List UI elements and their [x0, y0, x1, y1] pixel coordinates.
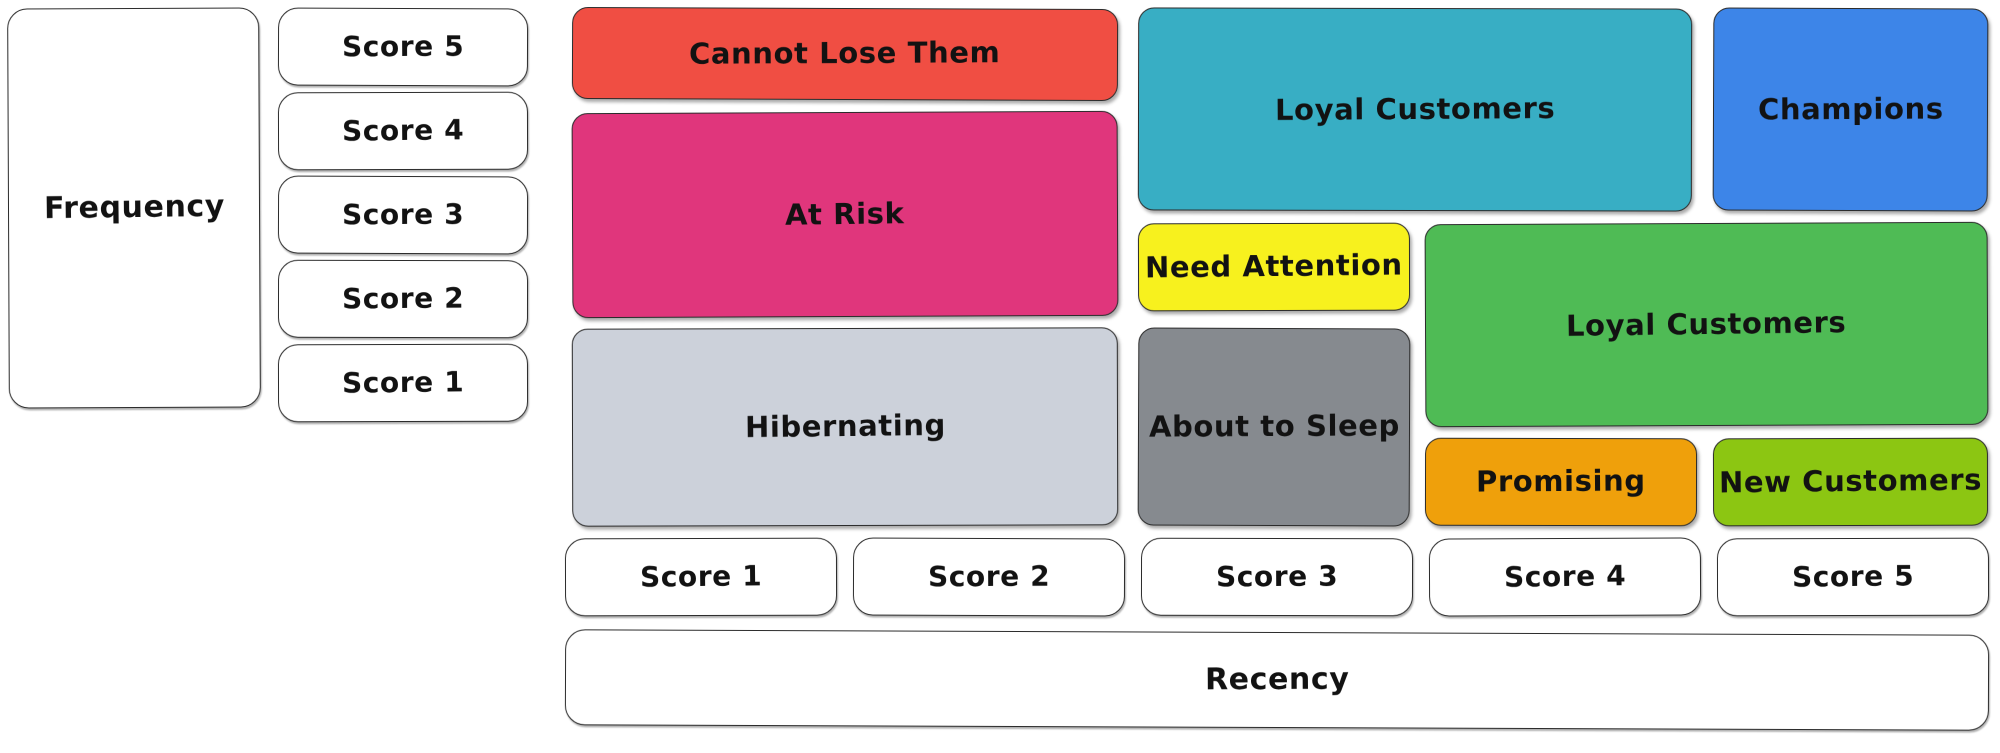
segment-loyal-customers-teal[interactable]: Loyal Customers	[1137, 7, 1693, 212]
recency-score-1: Score 1	[564, 537, 838, 617]
frequency-score-3: Score 3	[277, 175, 529, 255]
segment-champions[interactable]: Champions	[1712, 7, 1989, 212]
frequency-score-5: Score 5	[277, 7, 529, 87]
frequency-score-2: Score 2	[277, 259, 529, 339]
segment-loyal-customers-green[interactable]: Loyal Customers	[1424, 221, 1989, 428]
recency-axis-text: Recency	[1204, 661, 1350, 698]
recency-axis-label: Recency	[564, 629, 1990, 731]
segment-promising[interactable]: Promising	[1424, 437, 1698, 527]
segment-need-attention[interactable]: Need Attention	[1137, 222, 1411, 312]
recency-score-2: Score 2	[852, 537, 1126, 617]
frequency-score-4: Score 4	[277, 91, 529, 171]
frequency-axis-label: Frequency	[7, 7, 261, 409]
segment-about-to-sleep[interactable]: About to Sleep	[1137, 327, 1411, 527]
recency-score-5: Score 5	[1716, 537, 1990, 617]
recency-score-4: Score 4	[1428, 537, 1702, 617]
recency-score-3: Score 3	[1140, 537, 1414, 617]
segment-cannot-lose-them[interactable]: Cannot Lose Them	[571, 6, 1119, 102]
frequency-score-1: Score 1	[277, 343, 529, 423]
segment-at-risk[interactable]: At Risk	[571, 110, 1119, 319]
segment-hibernating[interactable]: Hibernating	[571, 327, 1119, 527]
frequency-axis-text: Frequency	[43, 188, 225, 226]
segment-new-customers[interactable]: New Customers	[1712, 437, 1989, 527]
